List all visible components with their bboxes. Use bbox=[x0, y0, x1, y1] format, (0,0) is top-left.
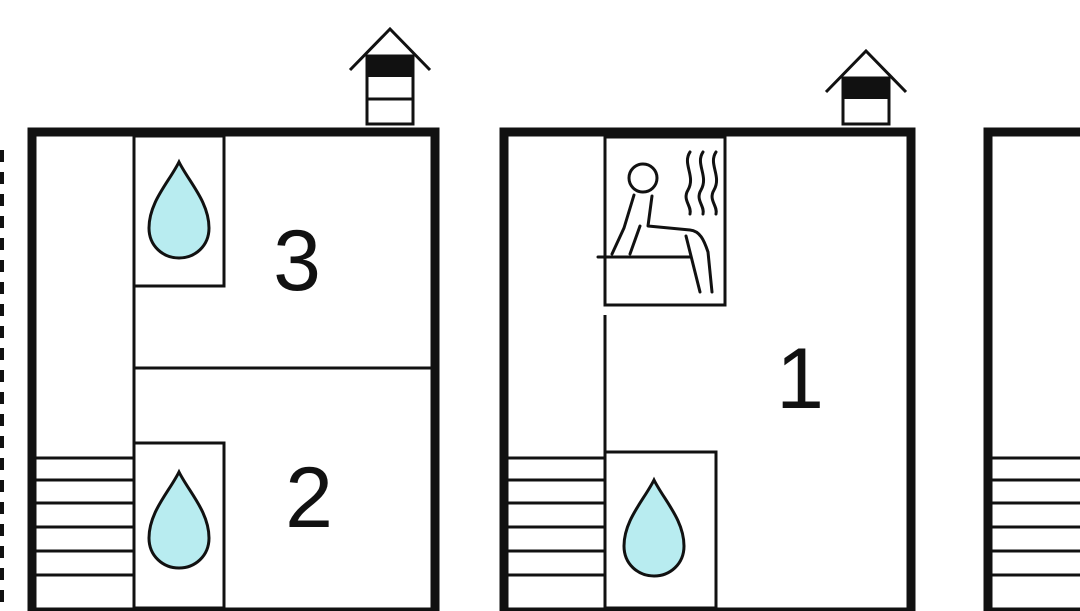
left-unit-outline bbox=[27, 127, 440, 611]
staircase bbox=[508, 456, 605, 577]
staircase bbox=[992, 456, 1080, 577]
staircase bbox=[36, 456, 134, 577]
room-label-3: 3 bbox=[273, 213, 321, 309]
sauna-icon bbox=[596, 150, 719, 294]
right-unit bbox=[983, 127, 1080, 611]
sauna-room bbox=[603, 135, 727, 307]
room-label-1: 1 bbox=[776, 331, 824, 427]
chimney-icon bbox=[824, 48, 908, 126]
room-label-2: 2 bbox=[285, 450, 333, 546]
right-unit-outline bbox=[983, 127, 1080, 611]
left-unit: 3 2 bbox=[27, 127, 440, 611]
chimney-icon bbox=[348, 26, 432, 126]
middle-unit: 1 bbox=[499, 127, 916, 611]
